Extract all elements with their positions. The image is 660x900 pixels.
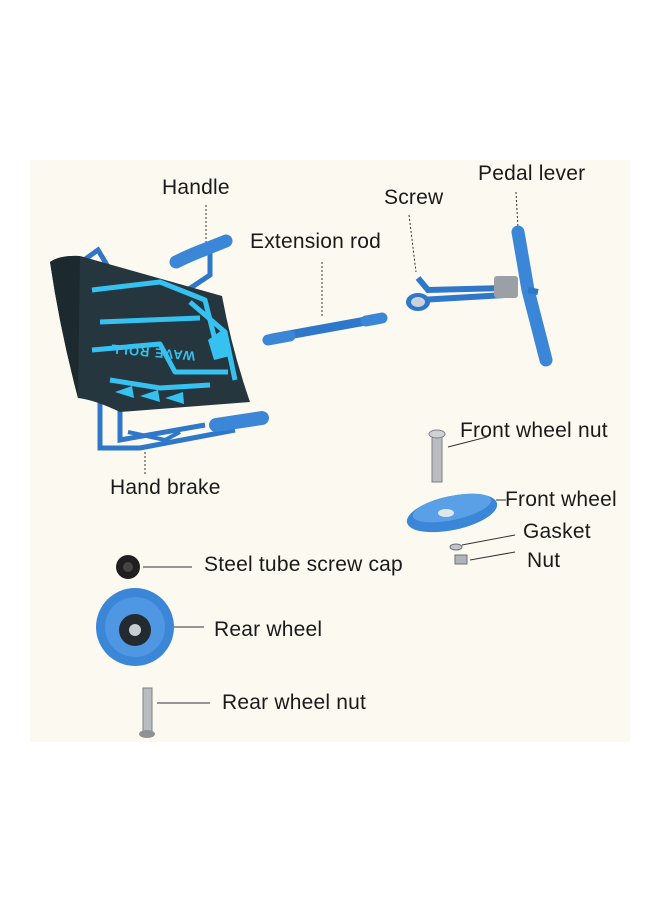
steel-tube-screw-cap bbox=[116, 555, 140, 579]
label-rear-wheel-nut: Rear wheel nut bbox=[222, 691, 367, 714]
leader-lines-solid bbox=[143, 436, 516, 704]
label-front-wheel: Front wheel bbox=[505, 488, 617, 511]
pedal-lever bbox=[406, 225, 553, 367]
label-steel-tube-screw-cap: Steel tube screw cap bbox=[204, 553, 403, 576]
hand-brake-lever bbox=[127, 430, 181, 443]
label-extension-rod: Extension rod bbox=[250, 230, 382, 253]
label-nut: Nut bbox=[527, 549, 561, 572]
gasket-part bbox=[449, 543, 463, 551]
label-gasket: Gasket bbox=[523, 520, 591, 543]
label-front-wheel-nut: Front wheel nut bbox=[460, 419, 608, 442]
extension-rod bbox=[262, 312, 388, 346]
rear-wheel-nut-bolt bbox=[139, 687, 155, 738]
rear-wheel bbox=[96, 588, 174, 666]
label-screw: Screw bbox=[384, 186, 444, 209]
front-wheel bbox=[406, 493, 498, 533]
label-hand-brake: Hand brake bbox=[110, 476, 221, 499]
handle-grip-right bbox=[209, 411, 269, 432]
label-rear-wheel: Rear wheel bbox=[214, 618, 323, 641]
leader-lines bbox=[144, 191, 519, 474]
seat-fabric bbox=[50, 255, 250, 412]
label-pedal-lever: Pedal lever bbox=[478, 162, 586, 185]
nut-part bbox=[454, 554, 468, 565]
handle-grip-left bbox=[169, 234, 233, 269]
label-handle: Handle bbox=[162, 176, 230, 199]
front-wheel-nut-bolt bbox=[428, 429, 446, 483]
